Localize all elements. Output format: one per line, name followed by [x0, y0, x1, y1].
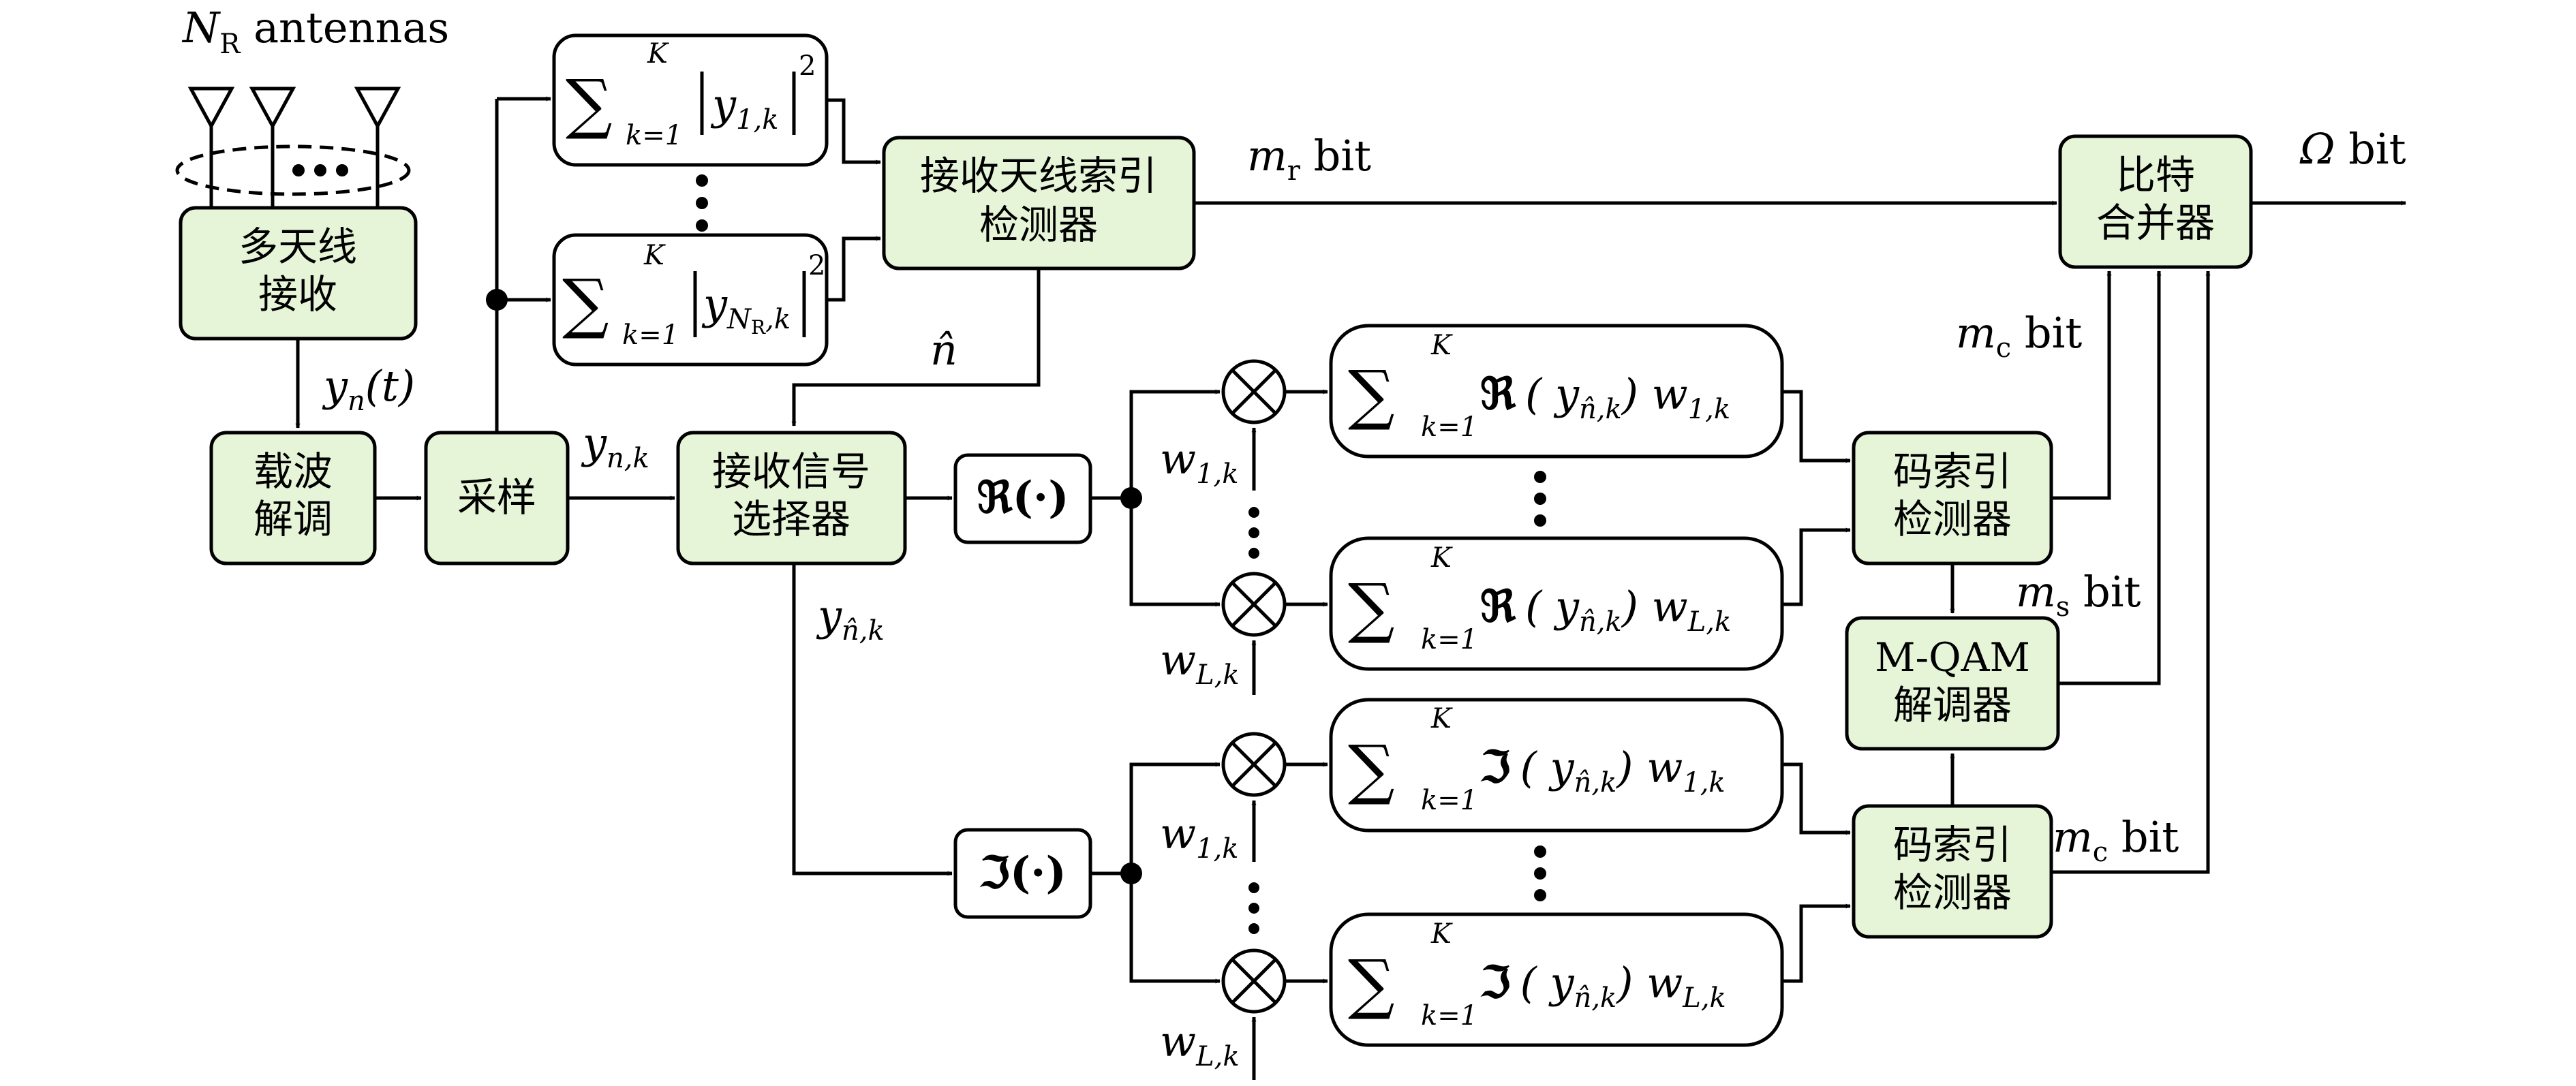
- svg-text:∑: ∑: [1348, 356, 1395, 433]
- antenna-count-symbol: N: [181, 3, 221, 52]
- carrier-demodulator-block: 载波 解调: [209, 431, 377, 565]
- block-label: 解调器: [1893, 682, 2012, 728]
- svg-text:∑: ∑: [562, 265, 609, 341]
- received-signal-selector-block: 接收信号 选择器: [676, 431, 907, 565]
- code-index-detector-block-1: 码索引 检测器: [1852, 431, 2053, 565]
- block-label: 解调: [254, 496, 333, 542]
- svg-text:2: 2: [808, 250, 825, 281]
- mc-bit-label-top: mc bit: [1956, 308, 2082, 364]
- svg-text:K: K: [1430, 703, 1453, 734]
- block-label: 比特: [2116, 152, 2195, 198]
- ellipsis-dots-icon: [292, 164, 348, 176]
- ynhatk-label: yn̂,k: [816, 591, 885, 647]
- block-label: 选择器: [732, 496, 850, 542]
- ms-bit-label: ms bit: [2016, 567, 2141, 623]
- block-label: 接收信号: [712, 448, 870, 495]
- svg-text:yNR,k: yNR,k: [701, 279, 791, 339]
- svg-text:ℜ(·): ℜ(·): [977, 472, 1069, 523]
- multiplier-icon: [1221, 732, 1287, 797]
- svg-text:ℑ( yn̂,k) w1,k: ℑ( yn̂,k) w1,k: [1480, 742, 1726, 798]
- block-label: 接收天线索引: [920, 153, 1157, 199]
- vertical-ellipsis-icon: [1534, 845, 1546, 901]
- svg-text:∑: ∑: [1348, 570, 1395, 646]
- antenna-icon: [354, 87, 401, 208]
- vertical-ellipsis-icon: [1248, 882, 1259, 934]
- svg-text:∑: ∑: [1348, 731, 1395, 807]
- block-label: 检测器: [979, 202, 1098, 248]
- block-label: 码索引: [1893, 822, 2012, 868]
- block-label: 检测器: [1893, 869, 2012, 916]
- antenna-icon: [187, 87, 235, 208]
- sampler-block: 采样: [424, 431, 570, 565]
- svg-text:y1,k: y1,k: [710, 80, 778, 136]
- block-label: 接收: [258, 271, 337, 317]
- block-label: 载波: [254, 448, 333, 495]
- bit-combiner-block: 比特 合并器: [2058, 134, 2253, 269]
- svg-text:ℑ( yn̂,k) wL,k: ℑ( yn̂,k) wL,k: [1480, 957, 1726, 1014]
- svg-text:2: 2: [799, 50, 816, 82]
- vertical-ellipsis-icon: [1248, 507, 1259, 559]
- yn-t-label: yn(t): [322, 361, 415, 417]
- w1k-label-imag: w1,k: [1160, 809, 1238, 865]
- real-part-operator: ℜ(·): [953, 453, 1092, 544]
- multi-antenna-receiver-block: 多天线 接收: [179, 206, 418, 341]
- mr-bit-label: mr bit: [1247, 131, 1371, 187]
- imag-part-operator: ℑ(·): [953, 828, 1092, 919]
- wLk-label-real: wL,k: [1160, 635, 1240, 691]
- w1k-label-real: w1,k: [1160, 434, 1238, 490]
- block-label: 检测器: [1893, 496, 2012, 542]
- block-label: 多天线: [239, 223, 357, 270]
- svg-text:k=1: k=1: [1421, 412, 1477, 443]
- svg-text:k=1: k=1: [1421, 1000, 1477, 1031]
- energy-sum-antenna-NR: ∑ K k=1 yNR,k 2: [552, 233, 829, 367]
- antenna-array: NR antennas: [175, 3, 449, 208]
- svg-text:ℑ(·): ℑ(·): [979, 848, 1066, 899]
- correlator-imag-L: ∑ K k=1 ℑ( yn̂,k) wL,k: [1329, 912, 1784, 1047]
- correlator-real-1: ∑ K k=1 ℜ( yn̂,k) w1,k: [1329, 324, 1784, 459]
- svg-text:k=1: k=1: [1421, 624, 1477, 655]
- antenna-count-subscript: R: [219, 29, 241, 60]
- svg-text:K: K: [647, 38, 669, 69]
- svg-text:k=1: k=1: [626, 120, 682, 151]
- svg-text:NR antennas: NR antennas: [181, 3, 449, 60]
- svg-text:K: K: [1430, 542, 1453, 574]
- energy-sum-antenna-1: ∑ K k=1 y1,k 2: [552, 33, 829, 167]
- correlator-real-L: ∑ K k=1 ℜ( yn̂,k) wL,k: [1329, 536, 1784, 671]
- antenna-label-text: antennas: [240, 3, 449, 52]
- mqam-demodulator-block: M-QAM 解调器: [1845, 616, 2060, 751]
- svg-text:K: K: [1430, 330, 1453, 361]
- correlator-imag-1: ∑ K k=1 ℑ( yn̂,k) w1,k: [1329, 698, 1784, 833]
- svg-text:K: K: [643, 240, 666, 271]
- svg-text:∑: ∑: [566, 65, 613, 142]
- wLk-label-imag: wL,k: [1160, 1017, 1240, 1072]
- block-label: 码索引: [1893, 448, 2012, 495]
- svg-text:ℜ( yn̂,k) wL,k: ℜ( yn̂,k) wL,k: [1480, 581, 1731, 638]
- block-label: M-QAM: [1875, 634, 2030, 681]
- n-hat-label: n̂: [930, 325, 957, 375]
- mc-bit-label-bottom: mc bit: [2053, 812, 2179, 868]
- omega-bit-label: Ω bit: [2299, 124, 2406, 174]
- multiplier-icon: [1221, 948, 1287, 1014]
- block-label: 合并器: [2096, 200, 2215, 246]
- antenna-index-detector-block: 接收天线索引 检测器: [882, 136, 1196, 270]
- svg-text:K: K: [1430, 918, 1453, 950]
- svg-text:ℜ( yn̂,k) w1,k: ℜ( yn̂,k) w1,k: [1480, 369, 1730, 425]
- antenna-group-ellipse: [175, 144, 411, 196]
- svg-text:k=1: k=1: [622, 320, 679, 351]
- svg-text:k=1: k=1: [1421, 785, 1477, 816]
- multiplier-icon: [1221, 572, 1287, 637]
- code-index-detector-block-2: 码索引 检测器: [1852, 804, 2053, 939]
- block-label: 采样: [457, 474, 536, 521]
- svg-text:∑: ∑: [1348, 946, 1395, 1022]
- vertical-ellipsis-icon: [1534, 471, 1546, 527]
- ynk-label: yn,k: [581, 418, 649, 474]
- vertical-ellipsis-icon: [696, 174, 708, 232]
- multiplier-icon: [1221, 359, 1287, 424]
